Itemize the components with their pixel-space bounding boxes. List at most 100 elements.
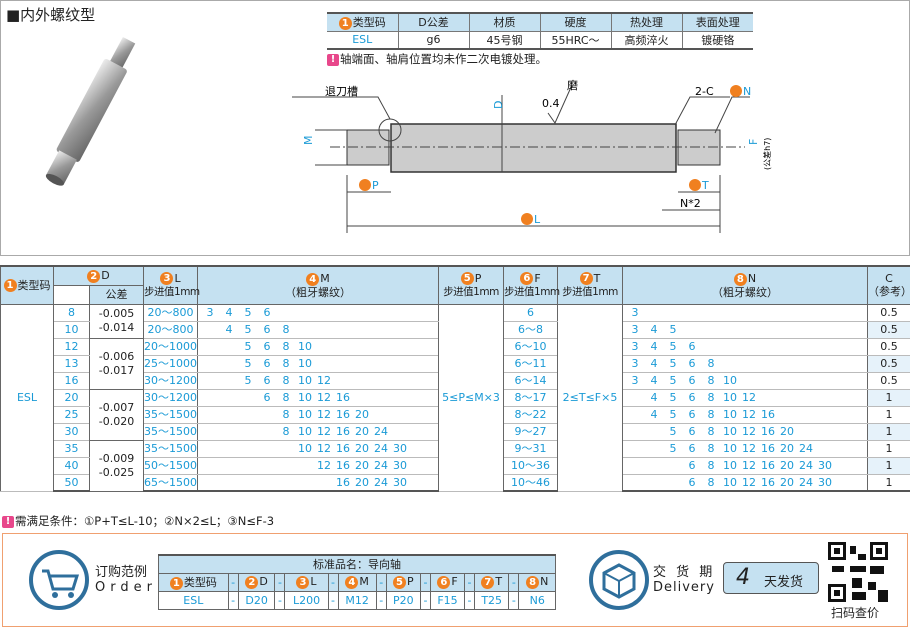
l-range: 25～1000 [143, 355, 199, 373]
delivery-box-icon [589, 550, 649, 610]
separator: - [463, 590, 475, 610]
thread-size: 5 [244, 340, 252, 353]
d-value: 25 [53, 406, 90, 424]
thread-size: 6 [263, 306, 271, 319]
roughness-label: 0.4 [542, 97, 560, 110]
c-value: 1 [867, 440, 910, 458]
thread-size: 20 [355, 442, 370, 455]
n2-label: N*2 [680, 197, 701, 210]
thread-size: 8 [707, 357, 715, 370]
technical-drawing: 退刀槽 磨 0.4 2-C N*2 L P T N D M F (公差h7) [292, 79, 772, 233]
thread-size: 16 [336, 425, 351, 438]
l-range: 35～1500 [143, 423, 199, 441]
delivery-label-en: Delivery [653, 580, 715, 595]
qr-code-icon[interactable] [828, 542, 888, 602]
thread-size: 8 [282, 408, 290, 421]
separator: - [327, 572, 339, 592]
d-value: 10 [53, 321, 90, 339]
thread-size: 12 [317, 425, 332, 438]
order-col-value: M12 [337, 590, 377, 610]
separator: - [420, 572, 432, 592]
f-range: 8～17 [503, 389, 559, 407]
spec-value: ESL [327, 30, 398, 50]
d-tolerance: -0.006-0.017 [88, 338, 145, 390]
thread-size: 24 [799, 459, 814, 472]
thread-size: 8 [282, 374, 290, 387]
thread-size: 20 [355, 425, 370, 438]
thread-size: 8 [282, 391, 290, 404]
thread-size: 5 [669, 323, 677, 336]
thread-size: 5 [244, 323, 252, 336]
thread-size: 8 [282, 425, 290, 438]
separator: - [274, 590, 286, 610]
l-range: 30～1200 [143, 389, 199, 407]
thread-size: 6 [688, 357, 696, 370]
thread-size: 12 [317, 391, 332, 404]
thread-size: 5 [669, 408, 677, 421]
delivery-days: 4 [736, 565, 750, 590]
order-col-value: ESL [158, 590, 229, 610]
cart-icon [29, 550, 89, 610]
thread-size: 20 [355, 408, 370, 421]
thread-size: 10 [723, 374, 738, 387]
thread-size: 3 [206, 306, 214, 319]
d-value: 12 [53, 338, 90, 356]
thread-size: 8 [707, 408, 715, 421]
thread-size: 12 [742, 459, 757, 472]
thread-size: 12 [317, 459, 332, 472]
c-value: 0.5 [867, 338, 910, 356]
thread-size: 12 [742, 442, 757, 455]
tolerance-h7-label: (公差h7) [762, 138, 772, 170]
spec-header: D公差 [397, 12, 469, 31]
c-value: 0.5 [867, 321, 910, 339]
thread-size: 4 [650, 340, 658, 353]
thread-size: 4 [650, 323, 658, 336]
thread-size: 16 [761, 442, 776, 455]
f-range: 6 [503, 304, 559, 322]
order-col-value: L200 [284, 590, 329, 610]
thread-size: 10 [723, 391, 738, 404]
d-value: 13 [53, 355, 90, 373]
thread-size: 8 [707, 391, 715, 404]
separator: - [420, 590, 432, 610]
thread-size: 20 [780, 475, 795, 489]
separator: - [375, 590, 387, 610]
f-range: 6～11 [503, 355, 559, 373]
thread-size: 4 [650, 391, 658, 404]
separator: - [508, 572, 520, 592]
f-range: 10～46 [503, 474, 559, 492]
l-range: 65～1500 [143, 474, 199, 492]
p-range: 5≤P≤M×3 [438, 304, 505, 492]
f-range: 9～31 [503, 440, 559, 458]
separator: - [327, 590, 339, 610]
thread-size: 10 [298, 357, 313, 370]
f-range: 6～10 [503, 338, 559, 356]
separator: - [375, 572, 387, 592]
thread-size: 6 [263, 374, 271, 387]
thread-size: 30 [393, 459, 408, 472]
standard-name: 标准品名：导向轴 [158, 554, 556, 574]
condition-note: !需满足条件：①P+T≤L-10；②N×2≤L；③N≤F-3 [2, 513, 274, 529]
spec-value: 55HRC～ [539, 30, 611, 50]
order-label-en: Order [95, 580, 157, 595]
dim-L: L [534, 213, 541, 226]
l-range: 35～1500 [143, 406, 199, 424]
thread-size: 8 [707, 374, 715, 387]
thread-size: 12 [317, 408, 332, 421]
thread-size: 10 [298, 340, 313, 353]
